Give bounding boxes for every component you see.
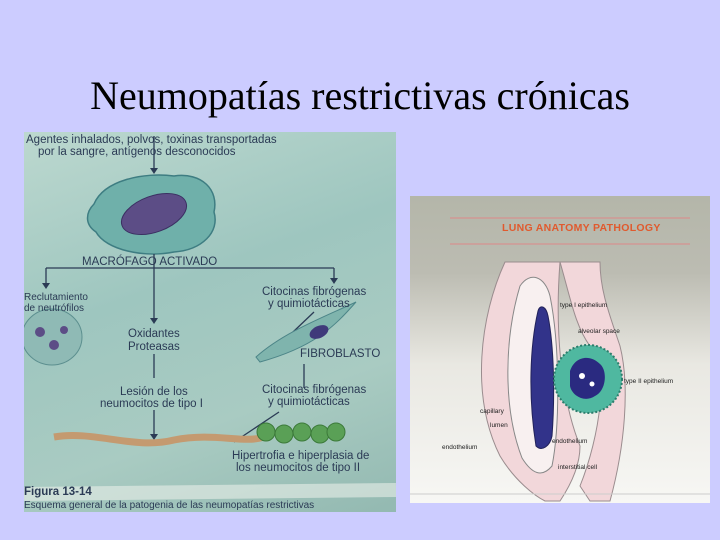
figure-caption: Esquema general de la patogenia de las n…: [24, 500, 315, 511]
cytokines-bottom-line1: Citocinas fibrógenas: [262, 384, 367, 396]
label-alveolar-space: alveolar space: [578, 328, 620, 335]
textbook-figure-photo: Agentes inhalados, polvos, toxinas trans…: [24, 132, 396, 512]
neutrophil-cell: [24, 308, 83, 366]
proteases-label: Proteasas: [128, 341, 180, 353]
label-type2-epithelium: type II epithelium: [624, 378, 674, 385]
label-interstitial-cell: interstitial cell: [558, 464, 598, 471]
recruitment-label-line2: de neutrófilos: [24, 303, 85, 314]
label-endothelium-left: endothelium: [442, 444, 478, 451]
macrophage-label: MACRÓFAGO ACTIVADO: [82, 256, 218, 268]
agents-text-line1: Agentes inhalados, polvos, toxinas trans…: [26, 134, 277, 146]
slide-title: Neumopatías restrictivas crónicas: [90, 73, 630, 118]
oxidants-label: Oxidantes: [128, 328, 180, 340]
cytokines-bottom-line2: y quimiotácticas: [268, 396, 350, 408]
fibroblast-label: FIBROBLASTO: [300, 348, 381, 360]
macrophage-nucleus: [120, 192, 188, 236]
lesion-label-line1: Lesión de los: [120, 386, 188, 398]
label-lumen: lumen: [490, 422, 508, 429]
type2-cell: [553, 344, 623, 414]
cytokines-top-line2: y quimiotácticas: [268, 298, 350, 310]
recruitment-label-line1: Reclutamiento: [24, 292, 88, 303]
label-endothelium-right: endothelium: [552, 438, 588, 445]
red-cell: [530, 306, 555, 449]
type1-epithelium-band: [53, 431, 266, 447]
lung-anatomy-illustration: LUNG ANATOMY PATHOLOGY type I epithelium…: [410, 196, 710, 503]
lung-anatomy-drawing: [410, 217, 710, 502]
lesion-label-line2: neumocitos de tipo I: [100, 398, 203, 410]
fibroblast-cell: [255, 301, 357, 363]
textbook-figure-drawing: [24, 136, 396, 501]
lung-anatomy-header: LUNG ANATOMY PATHOLOGY: [502, 222, 661, 234]
hypertrophy-label-line1: Hipertrofia e hiperplasia de: [232, 450, 370, 462]
label-type1-epithelium: type I epithelium: [560, 302, 608, 309]
hypertrophy-label-line2: los neumocitos de tipo II: [236, 462, 361, 474]
figure-number: Figura 13-14: [24, 486, 92, 498]
agents-text-line2: por la sangre, antígenos desconocidos: [38, 146, 236, 158]
cytokines-top-line1: Citocinas fibrógenas: [262, 286, 367, 298]
label-capillary: capillary: [480, 408, 504, 415]
